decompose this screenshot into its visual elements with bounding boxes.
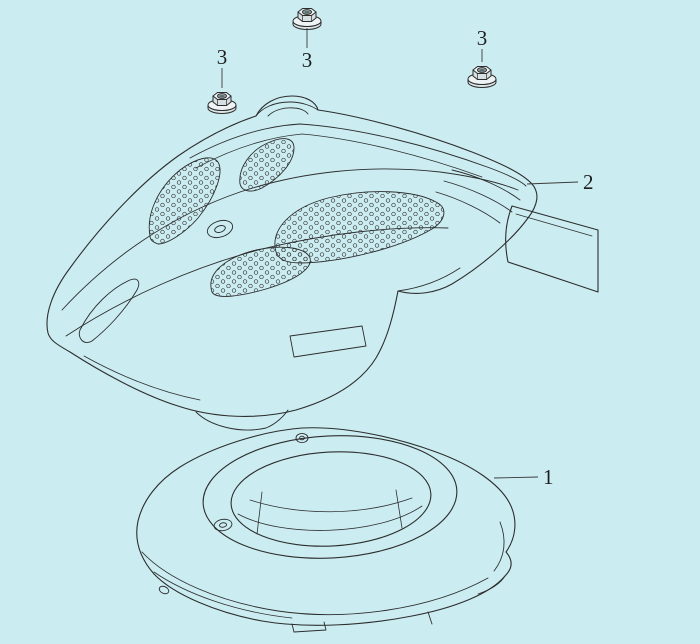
- fan-cover-boss-top: [295, 432, 309, 444]
- leader-lines: [221, 28, 579, 479]
- fan-cover-bottom-tab: [291, 621, 327, 633]
- callout-label-nut-left: 3: [217, 45, 228, 69]
- cover-boss: [206, 219, 234, 239]
- mesh-lower-left: [210, 246, 311, 297]
- mesh-top-center: [239, 138, 295, 192]
- fan-cover-drain-hole: [158, 585, 170, 595]
- cover-outline: [46, 95, 538, 417]
- callout-label-part2: 2: [583, 170, 594, 194]
- fan-opening-interior: [237, 489, 423, 535]
- cover-bottom-flap: [195, 409, 289, 431]
- fan-cover-boss-left: [213, 518, 233, 532]
- leader-part1: [493, 476, 539, 479]
- leader-part2: [526, 181, 579, 185]
- fan-cover-outline: [136, 427, 516, 626]
- fan-opening-inner-rim: [230, 451, 432, 547]
- fan-opening-outer-rim: [202, 435, 458, 559]
- decorative-cover: [46, 95, 599, 431]
- cover-right-slats: [435, 169, 521, 224]
- callout-label-nut-right: 3: [477, 26, 488, 50]
- cover-rib-upper: [61, 168, 519, 311]
- callout-label-part1: 1: [543, 465, 554, 489]
- mesh-left: [148, 157, 221, 245]
- callout-label-nut-top: 3: [302, 48, 313, 72]
- cover-label-recess: [289, 325, 367, 358]
- cover-nose-slot: [78, 278, 140, 343]
- fan-cover: [136, 427, 516, 633]
- cover-handle: [255, 101, 319, 117]
- fan-cover-seam: [141, 551, 489, 615]
